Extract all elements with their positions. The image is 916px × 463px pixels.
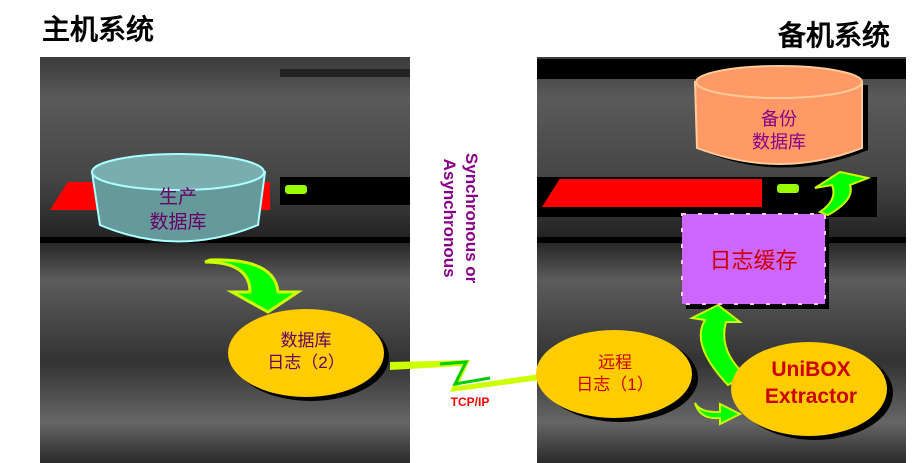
primary-database-cylinder [90,153,267,243]
db-log-label: 数据库日志（2） [267,331,345,373]
log-cache-label: 日志缓存 [709,248,798,273]
tcpip-link [390,360,540,392]
primary-db-label: 生产数据库 [149,187,207,233]
remote-log-label: 远程日志（1） [576,353,654,395]
extractor-ellipse [731,342,887,436]
primary-system-title: 主机系统 [42,14,155,45]
standby-system-title: 备机系统 [778,20,891,51]
backup-db-label: 备份数据库 [752,109,806,153]
arrow-remote-log-to-extractor [694,402,743,426]
tcpip-label: TCP/IP [450,395,490,409]
db-log-ellipse [228,309,384,397]
log-cache-box [681,213,826,305]
arrow-cache-to-backup [814,170,872,217]
arrow-extractor-to-cache [688,303,747,387]
backup-database-cylinder [693,65,868,168]
arrow-db-to-log [204,258,303,314]
remote-log-ellipse [536,330,692,418]
